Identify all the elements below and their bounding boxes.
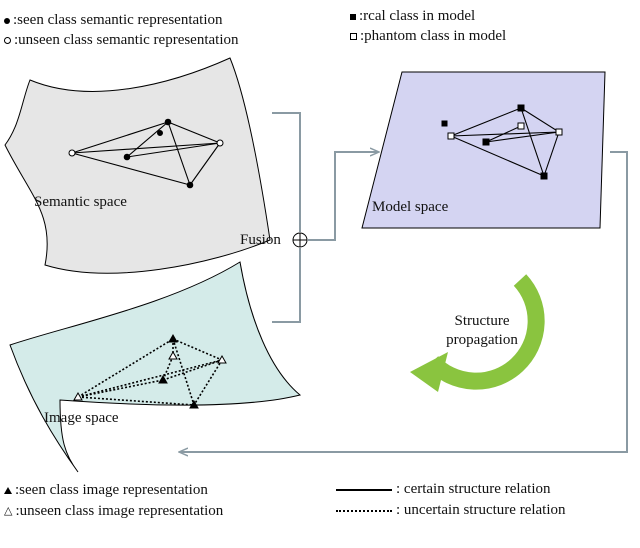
dotted-line-icon xyxy=(336,509,392,512)
model-real-node xyxy=(441,120,448,127)
semantic-unseen-node xyxy=(68,149,76,157)
semantic-seen-node xyxy=(123,153,131,161)
semantic-seen-node xyxy=(164,118,172,126)
semantic-unseen-node xyxy=(216,139,224,147)
legend-certain-relation: : certain structure relation xyxy=(336,481,551,498)
model-phantom-node xyxy=(555,128,563,136)
structure-propagation-line2: propagation xyxy=(446,332,518,348)
fusion-operator-icon xyxy=(292,232,308,248)
legend-seen-semantic: :seen class semantic representation xyxy=(4,12,223,29)
fusion-label: Fusion xyxy=(240,232,281,248)
image-space-sheet xyxy=(9,261,302,473)
legend-uncertain-relation: : uncertain structure relation xyxy=(336,502,566,519)
filled-circle-icon xyxy=(4,17,10,24)
legend-unseen-image: △ :unseen class image representation xyxy=(4,503,223,520)
legend-text: : certain structure relation xyxy=(396,481,551,497)
semantic-space-sheet xyxy=(4,57,271,274)
open-circle-icon xyxy=(4,37,11,44)
image-unseen-node xyxy=(73,391,83,401)
open-triangle-icon: △ xyxy=(4,505,13,517)
filled-triangle-icon xyxy=(4,487,12,494)
image-seen-node xyxy=(168,333,178,343)
solid-line-icon xyxy=(336,488,392,491)
semantic-space-label: Semantic space xyxy=(34,194,127,210)
legend-text: :phantom class in model xyxy=(360,28,507,44)
model-real-node xyxy=(540,172,548,180)
semantic-graph xyxy=(71,121,221,186)
model-space-label: Model space xyxy=(372,199,449,215)
legend-phantom-class: :phantom class in model xyxy=(350,28,506,45)
model-nodes xyxy=(441,104,563,180)
legend-seen-image: :seen class image representation xyxy=(4,482,208,499)
semantic-seen-node xyxy=(186,181,194,189)
legend-unseen-semantic: :unseen class semantic representation xyxy=(4,32,239,49)
open-square-icon xyxy=(350,33,357,40)
image-unseen-node xyxy=(168,350,178,360)
image-space-label: Image space xyxy=(44,410,119,426)
semantic-nodes xyxy=(68,118,224,189)
legend-text: :rcal class in model xyxy=(359,8,476,24)
image-unseen-node xyxy=(217,354,227,364)
model-phantom-node xyxy=(447,132,455,140)
semantic-seen-node xyxy=(157,130,163,136)
legend-text: :unseen class semantic representation xyxy=(14,32,239,48)
fusion-connectors xyxy=(180,112,628,452)
image-seen-node xyxy=(189,399,199,409)
image-seen-node xyxy=(158,374,168,384)
legend-text: :seen class semantic representation xyxy=(13,12,223,28)
image-nodes xyxy=(73,333,227,409)
model-real-node xyxy=(482,138,490,146)
legend-text: :unseen class image representation xyxy=(15,503,224,519)
structure-propagation-label: Structure propagation xyxy=(432,312,532,350)
legend-real-class: :rcal class in model xyxy=(350,8,475,25)
structure-propagation-line1: Structure xyxy=(454,313,510,329)
structure-propagation-cycle-icon xyxy=(410,274,545,392)
model-graph xyxy=(450,107,560,177)
model-phantom-node xyxy=(517,122,525,130)
image-graph xyxy=(77,338,223,406)
legend-text: : uncertain structure relation xyxy=(396,502,566,518)
model-real-node xyxy=(517,104,525,112)
legend-text: :seen class image representation xyxy=(15,482,208,498)
filled-square-icon xyxy=(350,13,356,20)
